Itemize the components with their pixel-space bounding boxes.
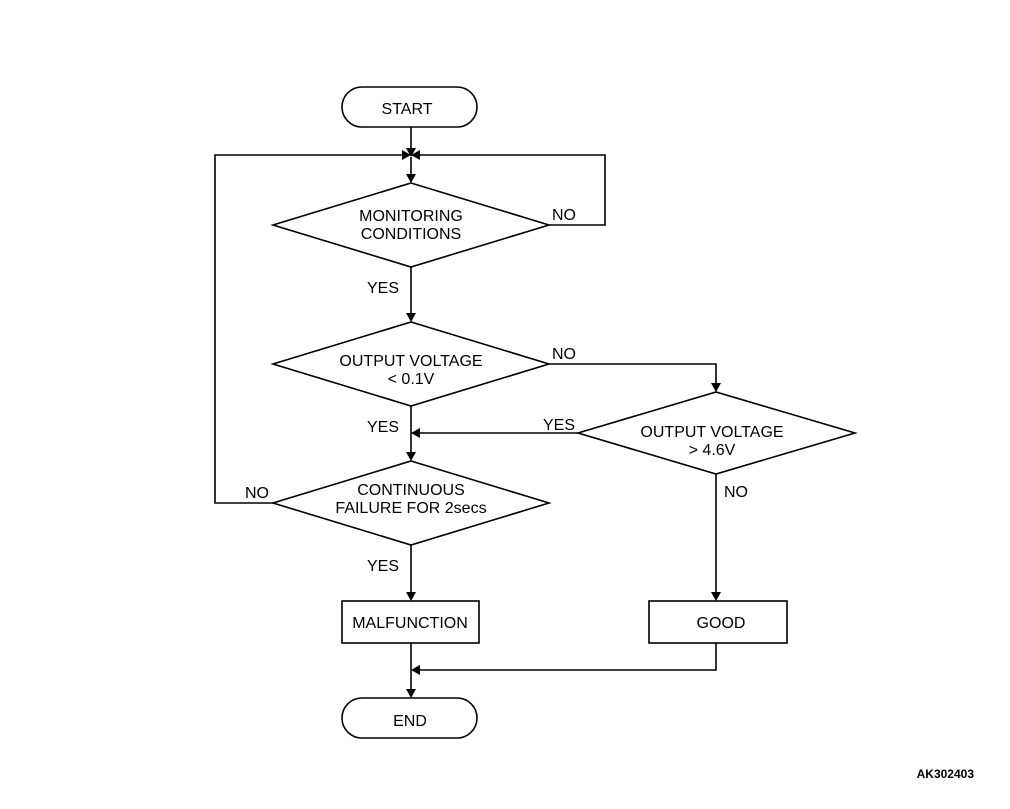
monitoring-conditions-label-line2: CONDITIONS	[361, 226, 461, 243]
connector-good-to-merge	[420, 643, 717, 671]
edge-label-monitoring-yes: YES	[367, 280, 399, 297]
output-voltage-high-label-line2: > 4.6V	[689, 442, 736, 459]
connector-continuous-no-loop	[214, 154, 402, 504]
arrowhead-voltage-high-no	[711, 592, 721, 601]
malfunction-process	[341, 600, 480, 644]
continuous-failure-label-line2: FAILURE FOR 2secs	[335, 500, 486, 517]
output-voltage-low-label-line2: < 0.1V	[388, 371, 435, 388]
output-voltage-high-label-line1: OUTPUT VOLTAGE	[640, 424, 783, 441]
start-label: START	[382, 101, 433, 118]
edge-label-voltage-high-no: NO	[724, 484, 748, 501]
arrowhead-voltage-low-yes	[406, 452, 416, 461]
arrowhead-to-monitoring	[406, 174, 416, 183]
arrowhead-continuous-yes	[406, 592, 416, 601]
arrowhead-to-end	[406, 689, 416, 698]
start-terminal	[341, 86, 478, 128]
arrowhead-start-to-junction	[406, 148, 416, 157]
connector-voltage-low-no	[549, 363, 717, 384]
continuous-failure-label-line1: CONTINUOUS	[357, 482, 465, 499]
edge-label-monitoring-no: NO	[552, 207, 576, 224]
arrowhead-voltage-low-no	[711, 383, 721, 392]
monitoring-conditions-label-line1: MONITORING	[359, 208, 463, 225]
end-terminal	[341, 697, 478, 739]
arrowhead-voltage-high-yes	[411, 428, 420, 438]
edge-label-continuous-no: NO	[245, 485, 269, 502]
edge-label-voltage-high-yes: YES	[543, 417, 575, 434]
malfunction-label: MALFUNCTION	[352, 615, 468, 632]
end-label: END	[393, 713, 427, 730]
arrowhead-good-merge	[411, 665, 420, 675]
edge-label-continuous-yes: YES	[367, 558, 399, 575]
good-process	[648, 600, 788, 644]
figure-code: AK302403	[917, 767, 975, 781]
arrowhead-monitoring-yes	[406, 313, 416, 322]
arrowhead-continuous-no-loop	[402, 150, 411, 160]
output-voltage-low-label-line1: OUTPUT VOLTAGE	[339, 353, 482, 370]
monitoring-conditions-decision	[270, 182, 552, 268]
edge-label-voltage-low-yes: YES	[367, 419, 399, 436]
good-label: GOOD	[697, 615, 746, 632]
arrowhead-monitoring-no-loop	[411, 150, 420, 160]
edge-label-voltage-low-no: NO	[552, 346, 576, 363]
connector-monitoring-no-loop	[420, 154, 606, 226]
